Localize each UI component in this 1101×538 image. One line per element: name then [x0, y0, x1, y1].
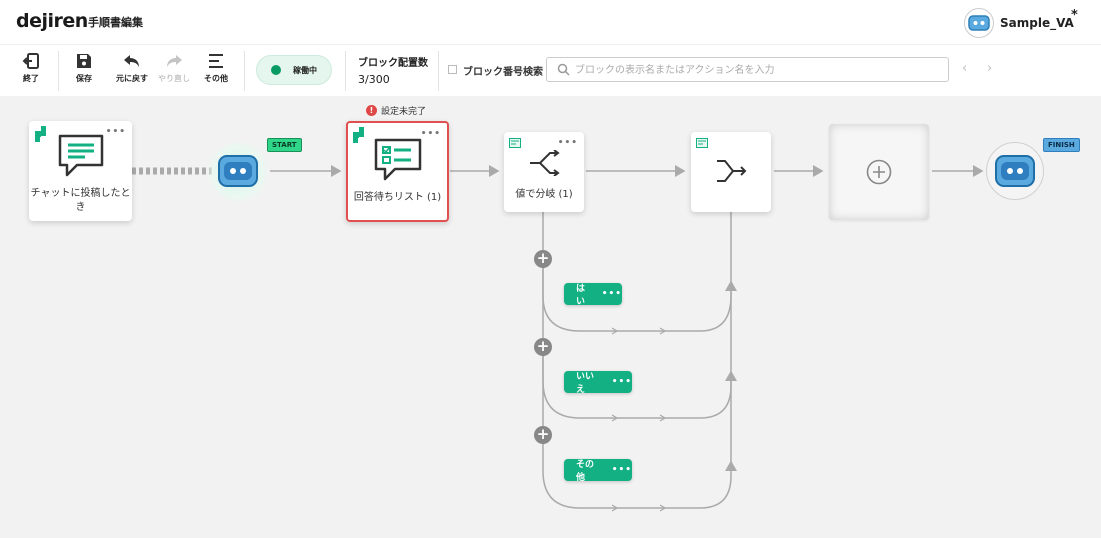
node-menu-button[interactable]: ••• [557, 138, 578, 148]
bot-avatar-icon [964, 8, 994, 38]
branch-split-icon [530, 150, 560, 176]
merge-join-icon [717, 160, 747, 182]
answer-list-label: 回答待ちリスト (1) [353, 192, 442, 203]
exit-button[interactable]: 終了 [11, 52, 51, 84]
branch-label: はい [576, 284, 586, 307]
finish-node[interactable] [986, 142, 1044, 200]
branch-menu-button[interactable]: ••• [611, 465, 632, 475]
branch-label: いいえ [576, 372, 595, 395]
save-button[interactable]: 保存 [64, 52, 104, 84]
add-branch-button[interactable]: + [534, 338, 552, 356]
status-dot-icon [271, 65, 281, 75]
exit-label: 終了 [23, 74, 39, 83]
redo-label: やり直し [158, 74, 190, 83]
branch-label: その他 [576, 460, 595, 483]
search-input[interactable] [575, 61, 935, 79]
checklist-bubble-icon [374, 138, 422, 181]
bot-icon [218, 155, 258, 187]
exit-icon [22, 53, 39, 69]
plus-circle-icon [866, 159, 892, 185]
node-menu-button[interactable]: ••• [420, 129, 441, 139]
branch-menu-button[interactable]: ••• [611, 377, 632, 387]
more-label: その他 [204, 74, 228, 83]
toolbar-divider [345, 51, 346, 91]
branch-yes[interactable]: はい ••• [564, 283, 622, 307]
search-icon [557, 63, 570, 76]
warning-icon: ! [366, 105, 377, 116]
toolbar: 終了 保存 元に戻す やり直し その他 稼働中 ブロック配置数 3/300 ブロ… [0, 44, 1101, 96]
unsaved-indicator: * [1071, 8, 1078, 23]
app-header: dejiren 手順書編集 Sample_VA * [0, 0, 1101, 44]
user-menu[interactable]: Sample_VA [964, 8, 1074, 38]
block-number-search-label: ブロック番号検索 [463, 67, 543, 78]
value-branch-node[interactable]: ••• 値で分岐 (1) [504, 132, 584, 212]
chat-bubble-icon [58, 134, 104, 177]
trigger-node[interactable]: ••• チャットに投稿したとき [29, 121, 132, 221]
undo-button[interactable]: 元に戻す [112, 52, 152, 84]
add-branch-button[interactable]: + [534, 250, 552, 268]
block-count-value: 3/300 [358, 73, 390, 86]
redo-button[interactable]: やり直し [154, 52, 194, 84]
page-title: 手順書編集 [88, 16, 143, 29]
finish-flag: FINISH [1043, 138, 1080, 152]
user-name: Sample_VA [1000, 16, 1074, 30]
block-count-label: ブロック配置数 [358, 58, 428, 69]
dejiren-block-icon [35, 126, 46, 142]
save-icon [77, 54, 91, 68]
branch-menu-button[interactable]: ••• [601, 289, 622, 299]
toolbar-divider [58, 51, 59, 91]
redo-icon [167, 55, 182, 67]
branch-no[interactable]: いいえ ••• [564, 371, 632, 395]
bot-icon [995, 155, 1035, 187]
undo-label: 元に戻す [116, 74, 148, 83]
dejiren-block-icon [353, 127, 364, 143]
prev-result-button[interactable]: ‹ [962, 61, 968, 76]
add-block-slot[interactable] [829, 124, 929, 220]
search-box [546, 57, 949, 82]
start-node[interactable] [206, 142, 270, 202]
toolbar-divider [438, 51, 439, 91]
setup-incomplete-warning: ! 設定未完了 [366, 104, 426, 117]
undo-icon [124, 55, 139, 67]
block-card-icon [696, 138, 708, 148]
start-flag: START [267, 138, 302, 152]
menu-lines-icon [209, 54, 223, 68]
status-text: 稼働中 [293, 65, 317, 75]
merge-node[interactable] [691, 132, 771, 212]
warning-text: 設定未完了 [381, 107, 427, 117]
toolbar-divider [244, 51, 245, 91]
block-card-icon [509, 138, 521, 148]
more-button[interactable]: その他 [196, 52, 236, 84]
dejiren-logo[interactable]: dejiren [16, 10, 88, 32]
trigger-label: チャットに投稿したとき [30, 188, 131, 213]
block-number-search-checkbox[interactable] [448, 65, 457, 74]
add-branch-button[interactable]: + [534, 426, 552, 444]
next-result-button[interactable]: › [987, 61, 993, 76]
save-label: 保存 [76, 74, 92, 83]
branch-other[interactable]: その他 ••• [564, 459, 632, 483]
node-menu-button[interactable]: ••• [105, 127, 126, 137]
flow-canvas[interactable]: ••• チャットに投稿したとき START ! 設定未完了 ••• 回答待ちリス… [0, 96, 1101, 538]
status-toggle[interactable]: 稼働中 [256, 55, 332, 85]
answer-list-node[interactable]: ••• 回答待ちリスト (1) [346, 121, 449, 222]
value-branch-label: 値で分岐 (1) [515, 189, 573, 200]
flow-connectors [132, 165, 984, 512]
